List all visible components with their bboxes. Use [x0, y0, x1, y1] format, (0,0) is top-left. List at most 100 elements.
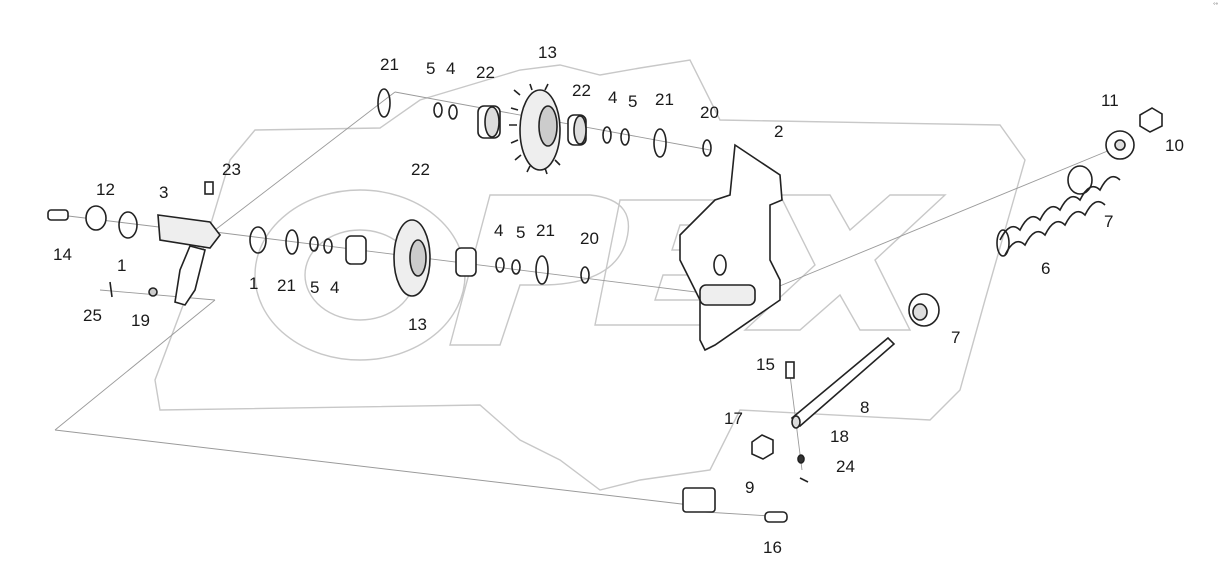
washer-5-upper-b [620, 128, 630, 146]
label-22: 22 [411, 160, 430, 179]
label-21: 21 [655, 90, 674, 109]
rod-8 [790, 336, 896, 428]
label-15: 15 [756, 355, 775, 374]
washer-4-upper [448, 104, 458, 120]
label-22: 22 [476, 63, 495, 82]
corner-mark: °° [1213, 3, 1218, 9]
label-8: 8 [860, 398, 869, 417]
nut-10 [1139, 107, 1163, 133]
label-18: 18 [830, 427, 849, 446]
label-7: 7 [1104, 212, 1113, 231]
nut-17 [751, 434, 774, 460]
label-13: 13 [408, 315, 427, 334]
pin-16 [764, 511, 788, 523]
label-6: 6 [1041, 259, 1050, 278]
pin-25 [109, 281, 113, 298]
washer-5-upper [433, 102, 443, 118]
bearing-22-lower [345, 235, 367, 265]
clevis-9 [682, 487, 716, 513]
label-12: 12 [96, 180, 115, 199]
label-21: 21 [380, 55, 399, 74]
axis-line-diagonal [54, 299, 216, 431]
sprocket-13-upper [509, 83, 561, 175]
label-5: 5 [310, 278, 319, 297]
axis-line-lower [99, 289, 216, 301]
axis-line-spring [769, 149, 1111, 291]
retaining-ring-21-lower [285, 229, 299, 255]
label-21: 21 [277, 276, 296, 295]
label-7: 7 [951, 328, 960, 347]
label-22: 22 [572, 81, 591, 100]
label-20: 20 [700, 103, 719, 122]
label-19: 19 [131, 311, 150, 330]
bolt-14 [47, 209, 69, 221]
opex-watermark [154, 59, 1026, 491]
washer-5-lower-b [511, 259, 521, 275]
axis-line-upper [214, 91, 396, 231]
grease-fitting-23 [204, 181, 214, 195]
label-1: 1 [249, 274, 258, 293]
washer-11-hole [1114, 139, 1126, 151]
label-1: 1 [117, 256, 126, 275]
lever-3-arm [174, 245, 206, 306]
part-labels: 21 5 4 22 13 22 4 5 21 20 2 11 10 7 6 7 … [53, 43, 1184, 557]
watermark-letter-p [449, 194, 630, 346]
nut-19 [148, 287, 158, 297]
bearing-22-lower-b [455, 247, 477, 277]
axis-line-main [214, 231, 761, 301]
label-10: 10 [1165, 136, 1184, 155]
label-5: 5 [516, 223, 525, 242]
label-5: 5 [628, 92, 637, 111]
cup-7-lower-face [912, 303, 928, 321]
axis-line-bottom [54, 429, 691, 506]
label-21: 21 [536, 221, 555, 240]
label-11: 11 [1101, 91, 1119, 110]
spring-6 [996, 175, 1121, 257]
label-2: 2 [774, 122, 783, 141]
retaining-ring-21-upper-b [653, 128, 667, 158]
label-17: 17 [724, 409, 743, 428]
snap-ring-20-upper [702, 139, 712, 157]
retaining-ring-21-lower-b [535, 255, 549, 285]
bracket-2 [679, 143, 783, 352]
pin-15 [785, 361, 795, 379]
bearing-22-upper-b-face [573, 115, 587, 145]
label-20: 20 [580, 229, 599, 248]
lever-3-hub [157, 214, 222, 249]
washer-4-lower-b [495, 257, 505, 273]
bushing-1-left [118, 211, 138, 239]
washer-4-lower [323, 238, 333, 254]
label-4: 4 [330, 278, 339, 297]
retaining-ring-21-upper [377, 88, 391, 118]
label-4: 4 [494, 221, 503, 240]
sprocket-13-lower [393, 219, 431, 297]
label-4: 4 [608, 88, 617, 107]
label-13: 13 [538, 43, 557, 62]
bearing-22-upper-face [484, 106, 500, 138]
snap-ring-20-lower [580, 266, 590, 284]
label-4: 4 [446, 59, 455, 78]
label-24: 24 [836, 457, 855, 476]
axis-line-pin-16 [704, 511, 771, 517]
label-5: 5 [426, 59, 435, 78]
washer-12 [85, 205, 107, 231]
label-23: 23 [222, 160, 241, 179]
washer-5-lower [309, 236, 319, 252]
label-14: 14 [53, 245, 72, 264]
label-25: 25 [83, 306, 102, 325]
washer-4-upper-b [602, 126, 612, 144]
rod-8-end [791, 415, 801, 429]
cotter-24 [799, 477, 809, 483]
cup-7-upper [1067, 165, 1093, 195]
parts [47, 83, 1163, 523]
axis-lines [54, 91, 1111, 517]
bracket-2-hole [713, 254, 727, 276]
watermark-gear-outline [154, 59, 1026, 491]
washer-18 [797, 454, 805, 464]
bracket-2-boss [699, 284, 756, 306]
watermark-letter-x [743, 194, 947, 331]
watermark-letter-o [254, 189, 466, 361]
label-3: 3 [159, 183, 168, 202]
